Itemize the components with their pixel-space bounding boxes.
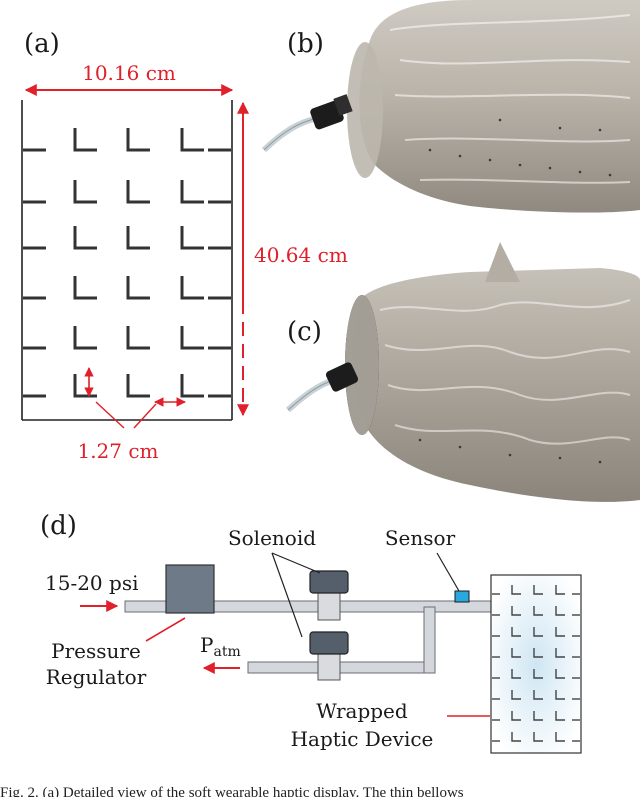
leader-lines	[271, 552, 460, 638]
bellows-l-segment	[73, 128, 97, 152]
device-bellows-l-segment	[555, 711, 565, 721]
bellows-l-segment	[180, 226, 204, 250]
input-pressure-label: 15-20 psi	[45, 571, 138, 595]
panel-label-a: (a)	[24, 29, 60, 59]
bellows-l-segment	[126, 276, 150, 300]
device-bellows-l-segment	[555, 627, 565, 637]
photo-uninflated-device	[261, 0, 640, 230]
solenoid-valve-bottom	[309, 631, 349, 681]
device-bellows-l-segment	[555, 606, 565, 616]
device-bellows-l-segment	[555, 669, 565, 679]
regulator-leader	[145, 617, 186, 642]
device-bellows-l-segment	[555, 585, 565, 595]
pressure-regulator	[165, 564, 215, 614]
device-bellows-l-segment	[533, 627, 543, 637]
device-bellows-l-segment	[533, 732, 543, 742]
device-bellows-l-segment	[555, 648, 565, 658]
device-bellows-l-segment	[511, 711, 521, 721]
bellows-l-segment	[73, 374, 97, 398]
solenoid-label: Solenoid	[228, 526, 316, 550]
bellows-l-segment	[180, 374, 204, 398]
l-shaped-bellows-grid	[23, 128, 231, 398]
regulator-label-line2: Regulator	[46, 665, 147, 689]
photo-inflated-device	[286, 242, 640, 502]
device-label-line2: Haptic Device	[291, 727, 434, 751]
device-bellows-l-segment	[555, 690, 565, 700]
pressure-sensor	[454, 590, 470, 603]
device-bellows-l-segment	[555, 732, 565, 742]
panel-label-c: (c)	[287, 317, 322, 347]
device-bellows-l-segment	[533, 669, 543, 679]
panel-label-b: (b)	[287, 29, 324, 59]
bellows-l-segment	[180, 326, 204, 350]
bellows-l-segment	[73, 326, 97, 350]
regulator-label-line1: Pressure	[51, 639, 141, 663]
spacing-leader-left	[95, 401, 125, 429]
bellows-pattern	[21, 100, 233, 421]
device-bellows-l-segment	[511, 606, 521, 616]
device-bellows-l-segment	[533, 711, 543, 721]
bellows-l-segment	[180, 128, 204, 152]
bellows-l-segment	[126, 226, 150, 250]
height-dimension-label: 40.64 cm	[254, 243, 348, 267]
device-bellows-l-segment	[511, 732, 521, 742]
solenoid-valve-top	[309, 570, 349, 621]
width-dimension-label: 10.16 cm	[82, 61, 176, 85]
bellows-l-segment	[126, 180, 150, 204]
device-label-line1: Wrapped	[316, 699, 408, 723]
bellows-l-segment	[126, 326, 150, 350]
device-bellows-l-segment	[533, 606, 543, 616]
bellows-l-segment	[180, 180, 204, 204]
device-bellows-l-segment	[511, 648, 521, 658]
bellows-l-segment	[73, 180, 97, 204]
device-bellows-grid	[492, 585, 580, 742]
bellows-l-segment	[73, 226, 97, 250]
device-bellows-l-segment	[511, 627, 521, 637]
bellows-l-segment	[73, 276, 97, 300]
device-bellows-l-segment	[511, 585, 521, 595]
bellows-l-segment	[126, 374, 150, 398]
device-bellows-l-segment	[533, 648, 543, 658]
device-bellows-l-segment	[533, 690, 543, 700]
figure-caption: Fig. 2. (a) Detailed view of the soft we…	[0, 785, 464, 797]
spacing-dimension-label: 1.27 cm	[77, 439, 158, 463]
spacing-leader-right	[133, 403, 157, 429]
bellows-l-segment	[180, 276, 204, 300]
device-bellows-l-segment	[511, 690, 521, 700]
wrapped-haptic-device	[490, 574, 582, 754]
device-bellows-l-segment	[533, 585, 543, 595]
sensor-label: Sensor	[385, 526, 456, 550]
bellows-l-segment	[126, 128, 150, 152]
device-bellows-l-segment	[511, 669, 521, 679]
atmospheric-pressure-label: Patm	[200, 633, 241, 660]
panel-label-d: (d)	[40, 511, 77, 541]
